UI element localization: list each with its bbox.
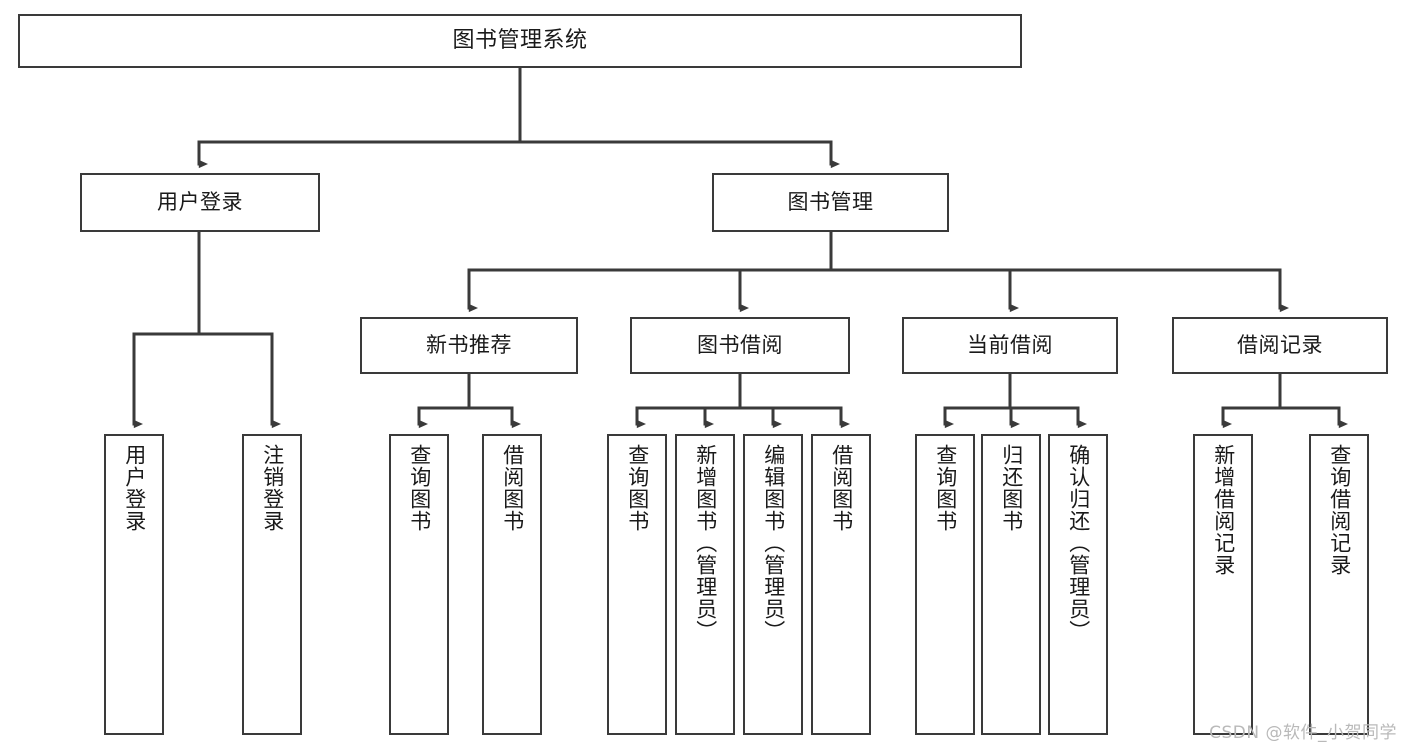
- node-leaf-return-book[interactable]: 归还图书: [981, 434, 1041, 735]
- node-leaf-logout-login[interactable]: 注销登录: [242, 434, 302, 735]
- node-new-book-recommend-label: 新书推荐: [426, 333, 512, 358]
- node-leaf-add-record-label: 新增借阅记录: [1211, 444, 1236, 576]
- node-leaf-add-book[interactable]: 新增图书（管理员）: [675, 434, 735, 735]
- node-book-manage[interactable]: 图书管理: [712, 173, 949, 232]
- watermark: CSDN @软件_小贺同学: [1209, 723, 1397, 743]
- node-leaf-query-book-2-label: 查询图书: [625, 444, 650, 532]
- node-user-login-label: 用户登录: [157, 190, 243, 215]
- node-leaf-borrow-book-2[interactable]: 借阅图书: [811, 434, 871, 735]
- node-leaf-borrow-book-2-label: 借阅图书: [829, 444, 854, 532]
- node-leaf-edit-book-label: 编辑图书（管理员）: [761, 444, 786, 642]
- node-leaf-query-book-1-label: 查询图书: [407, 444, 432, 532]
- node-leaf-user-login[interactable]: 用户登录: [104, 434, 164, 735]
- node-leaf-borrow-book-1-label: 借阅图书: [500, 444, 525, 532]
- node-leaf-query-book-1[interactable]: 查询图书: [389, 434, 449, 735]
- node-borrow-record[interactable]: 借阅记录: [1172, 317, 1388, 374]
- node-leaf-query-book-3-label: 查询图书: [933, 444, 958, 532]
- node-leaf-logout-login-label: 注销登录: [260, 444, 285, 532]
- node-root[interactable]: 图书管理系统: [18, 14, 1022, 68]
- node-leaf-add-record[interactable]: 新增借阅记录: [1193, 434, 1253, 735]
- node-current-borrow-label: 当前借阅: [967, 333, 1053, 358]
- node-leaf-confirm-return-label: 确认归还（管理员）: [1066, 444, 1091, 642]
- node-leaf-borrow-book-1[interactable]: 借阅图书: [482, 434, 542, 735]
- node-leaf-return-book-label: 归还图书: [999, 444, 1024, 532]
- node-leaf-query-book-3[interactable]: 查询图书: [915, 434, 975, 735]
- node-leaf-query-record[interactable]: 查询借阅记录: [1309, 434, 1369, 735]
- node-book-borrow-label: 图书借阅: [697, 333, 783, 358]
- node-current-borrow[interactable]: 当前借阅: [902, 317, 1118, 374]
- node-borrow-record-label: 借阅记录: [1237, 333, 1323, 358]
- node-leaf-edit-book[interactable]: 编辑图书（管理员）: [743, 434, 803, 735]
- node-leaf-query-book-2[interactable]: 查询图书: [607, 434, 667, 735]
- node-leaf-confirm-return[interactable]: 确认归还（管理员）: [1048, 434, 1108, 735]
- node-new-book-recommend[interactable]: 新书推荐: [360, 317, 578, 374]
- node-user-login[interactable]: 用户登录: [80, 173, 320, 232]
- node-root-label: 图书管理系统: [452, 28, 588, 54]
- node-leaf-query-record-label: 查询借阅记录: [1327, 444, 1352, 576]
- node-leaf-add-book-label: 新增图书（管理员）: [693, 444, 718, 642]
- node-book-borrow[interactable]: 图书借阅: [630, 317, 850, 374]
- node-book-manage-label: 图书管理: [787, 190, 874, 215]
- node-leaf-user-login-label: 用户登录: [122, 444, 147, 532]
